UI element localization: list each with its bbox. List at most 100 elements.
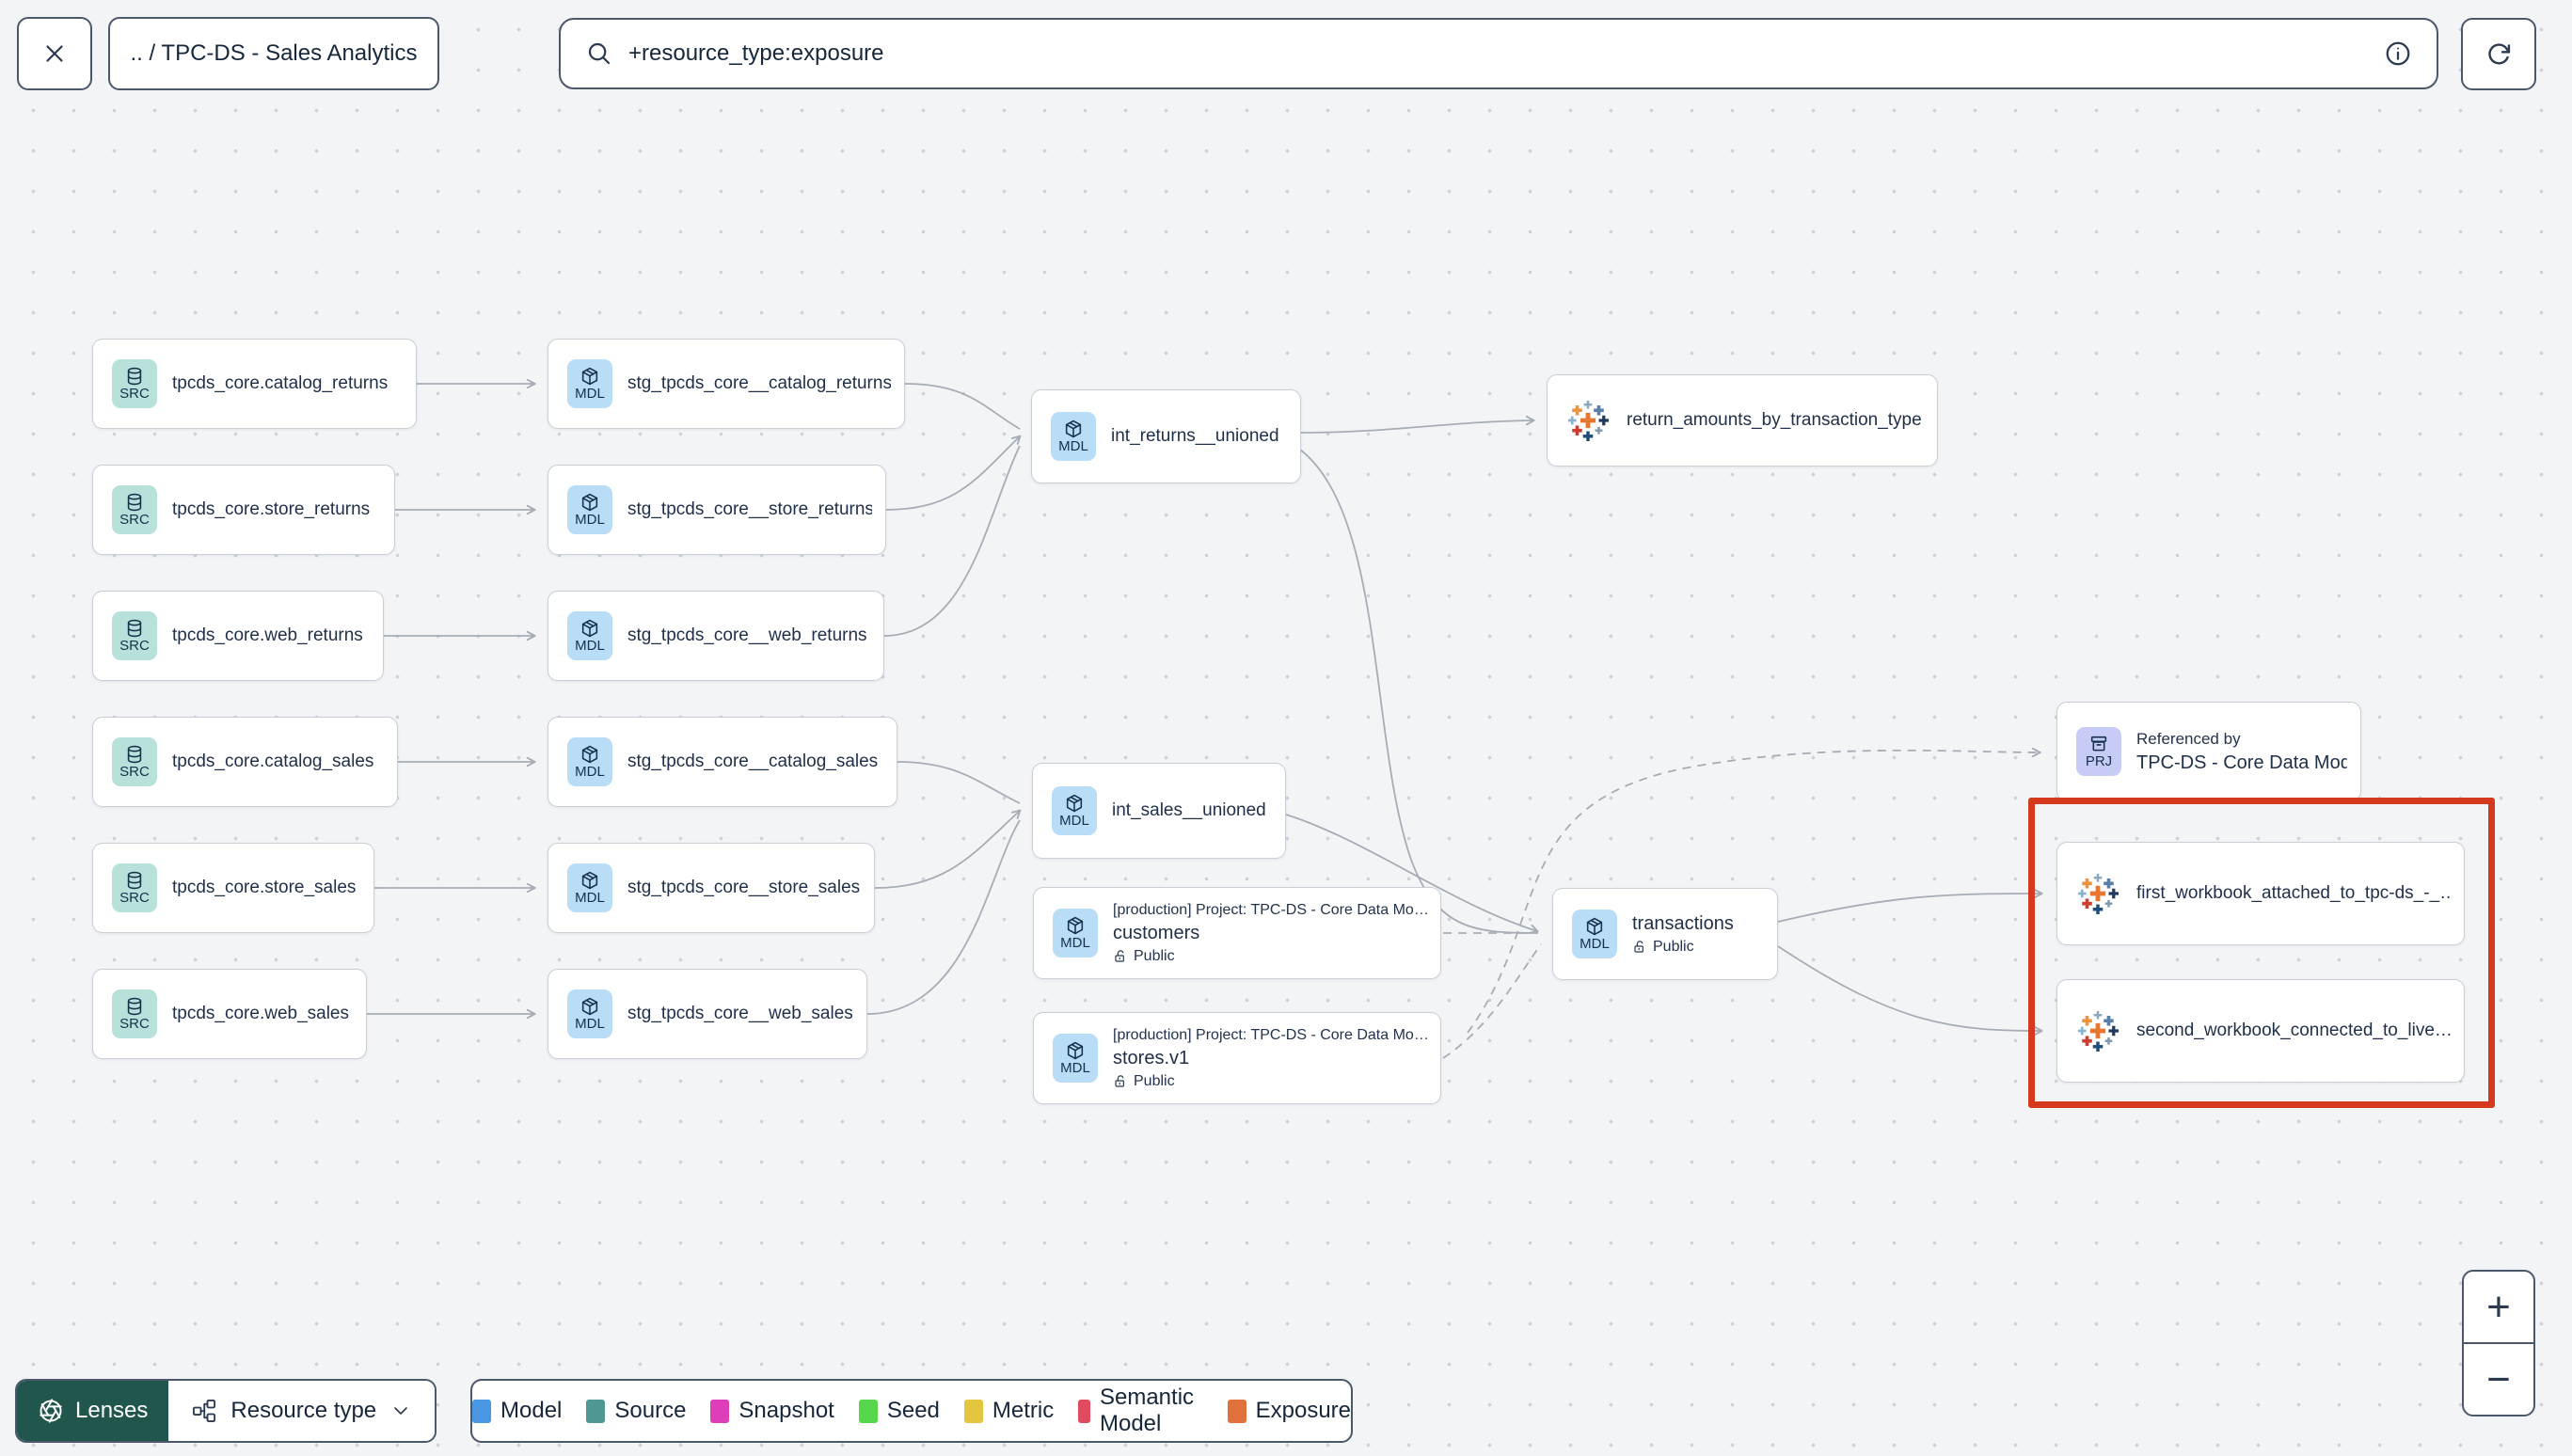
node-tpcds-core-web-sales[interactable]: SRC tpcds_core.web_sales <box>92 969 367 1059</box>
node-label: stores.v1 <box>1113 1047 1190 1068</box>
node-tpcds-core-store-returns[interactable]: SRC tpcds_core.store_returns <box>92 465 395 555</box>
cube-icon <box>1065 915 1086 936</box>
snapshot-swatch <box>710 1399 730 1423</box>
node-label: return_amounts_by_transaction_type <box>1627 410 1922 430</box>
metric-swatch <box>963 1399 983 1423</box>
node-label: stg_tpcds_core__catalog_sales <box>627 752 879 771</box>
node-label: first_workbook_attached_to_tpc-ds_-_… <box>2136 883 2451 903</box>
node-label: tpcds_core.web_sales <box>172 1004 349 1023</box>
node-stores-v1[interactable]: MDL [production] Project: TPC-DS - Core … <box>1033 1012 1441 1104</box>
close-icon <box>40 40 69 68</box>
legend-item-metric: Metric <box>963 1398 1054 1424</box>
node-label: stg_tpcds_core__store_sales <box>627 878 861 897</box>
access-badge: Public <box>1113 1073 1427 1090</box>
node-label: int_returns__unioned <box>1111 426 1279 446</box>
exposure-swatch <box>1227 1399 1246 1423</box>
node-int-sales-unioned[interactable]: MDL int_sales__unioned <box>1032 763 1286 859</box>
breadcrumb[interactable]: .. / TPC-DS - Sales Analytics <box>108 17 439 90</box>
legend-item-source: Source <box>586 1398 686 1424</box>
tableau-icon <box>2076 1009 2120 1052</box>
node-return-amounts-by-transaction-type[interactable]: return_amounts_by_transaction_type <box>1547 374 1938 467</box>
database-icon <box>124 366 145 387</box>
node-tpcds-core-store-sales[interactable]: SRC tpcds_core.store_sales <box>92 843 374 933</box>
resource-type-legend: Model Source Snapshot Seed Metric Semant… <box>470 1379 1353 1443</box>
seed-swatch <box>858 1399 878 1423</box>
search-bar[interactable]: +resource_type:exposure <box>559 18 2438 89</box>
legend-item-semantic-model: Semantic Model <box>1078 1385 1202 1437</box>
legend-item-seed: Seed <box>858 1398 940 1424</box>
minus-icon: − <box>2486 1355 2511 1402</box>
search-icon <box>585 40 613 68</box>
lock-open-icon <box>1632 940 1647 955</box>
resource-type-label: Resource type <box>230 1398 377 1423</box>
model-badge: MDL <box>567 989 612 1038</box>
cube-icon <box>579 744 600 765</box>
node-stg-tpcds-core-store-returns[interactable]: MDL stg_tpcds_core__store_returns <box>548 465 886 555</box>
cube-icon <box>579 996 600 1017</box>
node-label: tpcds_core.store_returns <box>172 499 371 519</box>
access-badge: Public <box>1113 948 1427 965</box>
search-input[interactable]: +resource_type:exposure <box>628 40 884 66</box>
legend-item-snapshot: Snapshot <box>710 1398 834 1424</box>
refresh-button[interactable] <box>2461 18 2536 90</box>
node-second-workbook[interactable]: second_workbook_connected_to_live… <box>2056 979 2465 1083</box>
access-badge: Public <box>1632 939 1734 956</box>
source-swatch <box>586 1399 606 1423</box>
cube-icon <box>579 870 600 891</box>
source-badge: SRC <box>112 737 157 786</box>
node-label: stg_tpcds_core__web_sales <box>627 1004 853 1023</box>
node-first-workbook[interactable]: first_workbook_attached_to_tpc-ds_-_… <box>2056 842 2465 945</box>
node-stg-tpcds-core-web-returns[interactable]: MDL stg_tpcds_core__web_returns <box>548 591 884 681</box>
archive-box-icon <box>2088 734 2109 754</box>
node-label: second_workbook_connected_to_live… <box>2136 1021 2451 1040</box>
node-tree-icon <box>191 1398 217 1424</box>
node-project-label: [production] Project: TPC-DS - Core Data… <box>1113 901 1427 918</box>
cube-icon <box>579 366 600 387</box>
node-stg-tpcds-core-catalog-sales[interactable]: MDL stg_tpcds_core__catalog_sales <box>548 717 897 807</box>
node-transactions[interactable]: MDL transactions Public <box>1552 888 1778 980</box>
node-tpcds-core-web-returns[interactable]: SRC tpcds_core.web_returns <box>92 591 384 681</box>
node-label: tpcds_core.catalog_sales <box>172 752 374 771</box>
node-int-returns-unioned[interactable]: MDL int_returns__unioned <box>1031 389 1301 483</box>
cube-icon <box>579 618 600 639</box>
model-swatch <box>472 1399 491 1423</box>
model-badge: MDL <box>1572 910 1617 958</box>
model-badge: MDL <box>567 737 612 786</box>
node-label: stg_tpcds_core__web_returns <box>627 625 867 645</box>
source-badge: SRC <box>112 989 157 1038</box>
node-stg-tpcds-core-store-sales[interactable]: MDL stg_tpcds_core__store_sales <box>548 843 875 933</box>
semantic-model-swatch <box>1078 1399 1090 1423</box>
source-badge: SRC <box>112 359 157 408</box>
node-stg-tpcds-core-web-sales[interactable]: MDL stg_tpcds_core__web_sales <box>548 969 867 1059</box>
node-label: tpcds_core.web_returns <box>172 625 363 645</box>
model-badge: MDL <box>1053 1034 1098 1083</box>
zoom-out-button[interactable]: − <box>2464 1344 2533 1415</box>
model-badge: MDL <box>1052 786 1097 835</box>
tableau-icon <box>2076 872 2120 915</box>
node-customers[interactable]: MDL [production] Project: TPC-DS - Core … <box>1033 887 1441 979</box>
legend-item-exposure: Exposure <box>1227 1398 1351 1424</box>
referenced-by-label: Referenced by <box>2136 729 2241 748</box>
node-tpcds-core-catalog-sales[interactable]: SRC tpcds_core.catalog_sales <box>92 717 398 807</box>
chevron-down-icon <box>389 1400 412 1422</box>
node-tpcds-core-catalog-returns[interactable]: SRC tpcds_core.catalog_returns <box>92 339 417 429</box>
cube-icon <box>1064 793 1085 814</box>
refresh-icon <box>2484 40 2514 70</box>
source-badge: SRC <box>112 485 157 534</box>
zoom-controls: + − <box>2462 1270 2535 1416</box>
lenses-button[interactable]: Lenses <box>17 1381 169 1441</box>
database-icon <box>124 996 145 1017</box>
close-button[interactable] <box>17 17 92 90</box>
node-label: int_sales__unioned <box>1112 800 1266 820</box>
aperture-icon <box>38 1398 64 1424</box>
zoom-in-button[interactable]: + <box>2464 1272 2533 1344</box>
lock-open-icon <box>1113 1074 1128 1089</box>
node-label: tpcds_core.catalog_returns <box>172 373 389 393</box>
node-referenced-by-tpc-ds-core-data-models[interactable]: PRJ Referenced by TPC-DS - Core Data Mod… <box>2056 702 2361 801</box>
breadcrumb-label: .. / TPC-DS - Sales Analytics <box>130 40 418 66</box>
info-icon[interactable] <box>2384 40 2412 68</box>
node-stg-tpcds-core-catalog-returns[interactable]: MDL stg_tpcds_core__catalog_returns <box>548 339 905 429</box>
resource-type-dropdown[interactable]: Resource type <box>168 1381 436 1441</box>
tableau-icon <box>1566 399 1610 442</box>
